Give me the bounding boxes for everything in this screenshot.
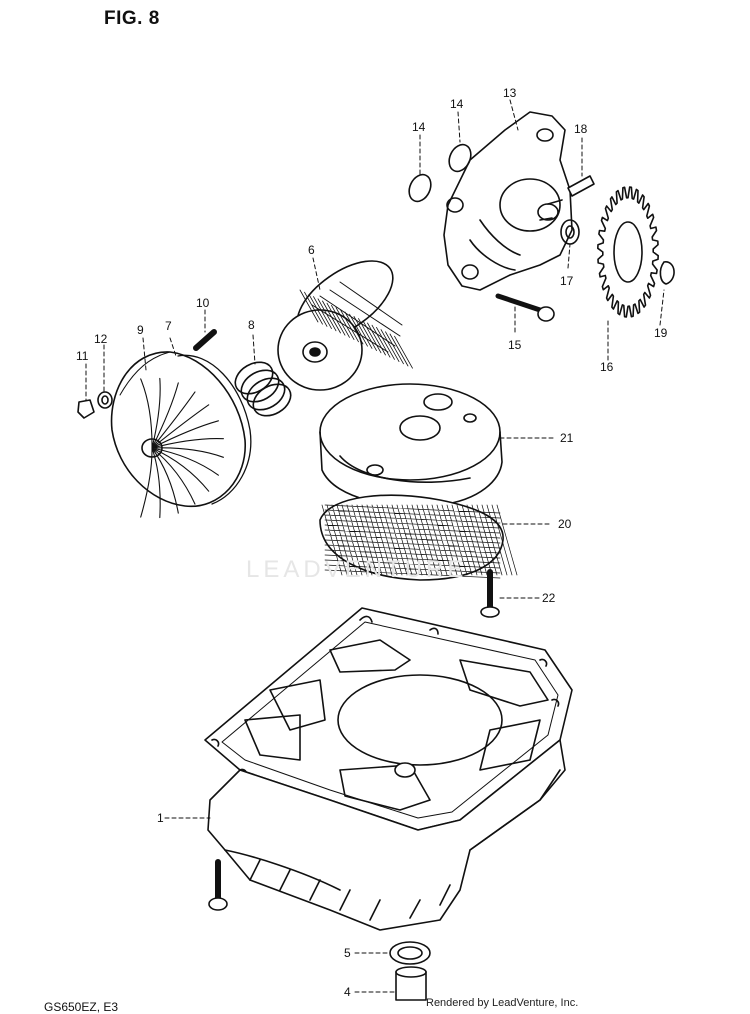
callout-21: 21 (560, 431, 574, 445)
callout-17: 17 (560, 274, 574, 288)
callout-6: 6 (308, 243, 315, 257)
callout-11: 11 (76, 349, 89, 363)
callout-7: 7 (165, 319, 172, 333)
o-ring-14a (408, 173, 432, 203)
callout-9: 9 (137, 323, 144, 337)
model-code: GS650EZ, E3 (44, 1000, 119, 1014)
nut-11 (77, 399, 95, 419)
circlip-19 (659, 261, 675, 285)
oil-pump-gear (597, 186, 659, 318)
render-credit: Rendered by LeadVenture, Inc. (426, 997, 579, 1009)
callout-13: 13 (503, 86, 517, 100)
drain-plug-4 (395, 966, 427, 1001)
callout-8: 8 (248, 318, 255, 332)
oil-pump-body (443, 111, 573, 291)
bolt-15 (495, 293, 555, 322)
callout-10: 10 (196, 296, 210, 310)
bolt-lower (208, 859, 228, 911)
callout-1: 1 (157, 811, 164, 825)
gasket-7 (177, 354, 252, 505)
watermark: LEADVENTURE (246, 556, 468, 583)
stud-10 (193, 329, 217, 351)
callout-22: 22 (542, 591, 556, 605)
strainer-screen (319, 494, 518, 581)
callout-14-left: 14 (412, 120, 426, 134)
callout-4: 4 (344, 985, 351, 999)
pin-18 (567, 175, 595, 197)
callout-19: 19 (654, 326, 668, 340)
figure-title: FIG. 8 (104, 8, 160, 29)
filter-cap (110, 351, 246, 519)
oil-strainer (319, 383, 503, 508)
callout-14-upper: 14 (450, 97, 464, 111)
leader-lines (85, 99, 665, 993)
callout-12: 12 (94, 332, 108, 346)
oil-filter (277, 260, 413, 391)
bolt-22 (480, 569, 500, 618)
callout-16: 16 (600, 360, 614, 374)
gasket-5 (389, 941, 431, 965)
o-ring-14b (448, 143, 472, 173)
washer-12 (97, 391, 113, 409)
oil-pan (207, 739, 566, 931)
callout-20: 20 (558, 517, 572, 531)
callout-15: 15 (508, 338, 522, 352)
spring-8 (234, 361, 292, 417)
callout-5: 5 (344, 946, 351, 960)
callout-18: 18 (574, 122, 588, 136)
